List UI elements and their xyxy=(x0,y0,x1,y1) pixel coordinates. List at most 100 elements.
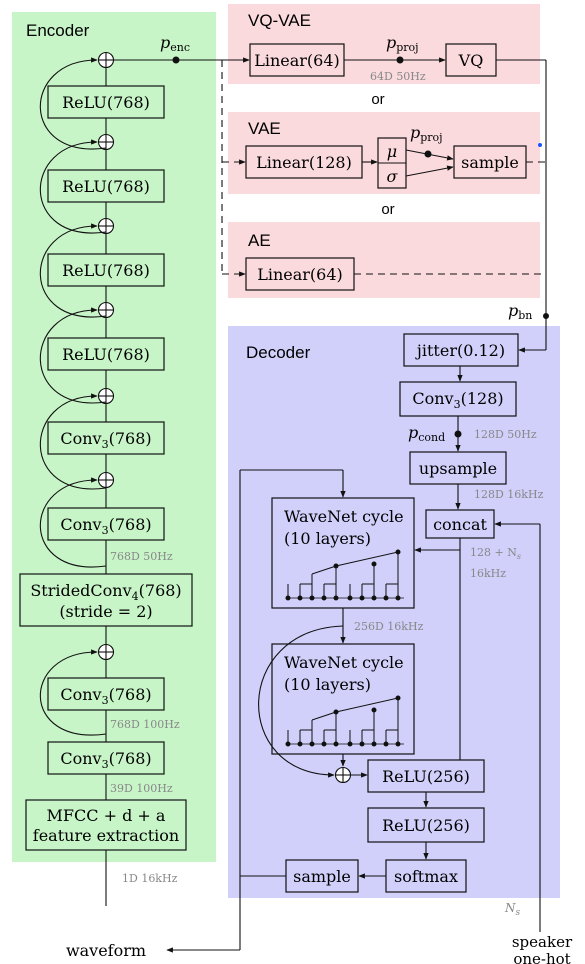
svg-text:Conv3(768): Conv3(768) xyxy=(60,429,151,451)
encoder-relu-block: ReLU(768) xyxy=(47,253,165,287)
svg-text:Conv3(768): Conv3(768) xyxy=(60,515,151,537)
svg-text:ReLU(768): ReLU(768) xyxy=(62,93,150,112)
p-proj-dot xyxy=(396,56,404,64)
dim-label: 768D 100Hz xyxy=(110,718,180,731)
vq-block: VQ xyxy=(445,43,497,77)
encoder-relu-block: ReLU(768) xyxy=(47,337,165,371)
encoder-conv-block: Conv3(768) xyxy=(47,421,165,455)
svg-text:sample: sample xyxy=(293,867,351,886)
svg-text:Linear(64): Linear(64) xyxy=(254,51,340,70)
svg-text:Linear(128): Linear(128) xyxy=(256,153,352,172)
dim-label: 128D 50Hz xyxy=(474,428,537,441)
svg-text:softmax: softmax xyxy=(394,867,458,886)
vae-linear-block: Linear(128) xyxy=(245,145,363,179)
adder-node xyxy=(97,133,115,151)
or-label-1: or xyxy=(371,91,384,108)
svg-text:(10 layers): (10 layers) xyxy=(284,675,371,694)
decoder-relu-block: ReLU(256) xyxy=(367,759,485,793)
speaker-label: speaker xyxy=(512,933,573,951)
p-proj-dot xyxy=(424,150,432,158)
wavenet-cycle-block: WaveNet cycle (10 layers) xyxy=(271,643,415,755)
encoder-conv-block: Conv3(768) xyxy=(47,741,165,775)
ae-title: AE xyxy=(248,231,271,250)
encoder-title: Encoder xyxy=(26,21,90,40)
dilation-tree-icon xyxy=(285,549,404,601)
upsample-block: upsample xyxy=(409,451,507,485)
svg-text:feature extraction: feature extraction xyxy=(33,826,179,845)
ae-linear-block: Linear(64) xyxy=(245,257,355,291)
dim-label: 128D 16kHz xyxy=(474,488,544,501)
decoder-relu-block: ReLU(256) xyxy=(367,807,485,843)
svg-text:VQ: VQ xyxy=(458,51,484,70)
mu-sigma-block: μ σ xyxy=(377,137,407,189)
dim-label: 1D 16kHz xyxy=(122,872,178,885)
encoder-conv-block: Conv3(768) xyxy=(47,677,165,711)
svg-text:upsample: upsample xyxy=(419,459,497,478)
svg-text:Conv3(128): Conv3(128) xyxy=(412,389,503,411)
svg-text:(stride = 2): (stride = 2) xyxy=(59,602,152,621)
or-label-2: or xyxy=(381,201,394,218)
decoder-region xyxy=(228,326,560,898)
svg-text:jitter(0.12): jitter(0.12) xyxy=(415,341,505,360)
adder-node xyxy=(334,766,352,784)
p-cond-dot xyxy=(454,430,462,438)
svg-text:Conv3(768): Conv3(768) xyxy=(60,685,151,707)
decoder-sample-block: sample xyxy=(285,859,359,893)
dim-label: 64D 50Hz xyxy=(370,70,426,83)
encoder-strided-conv-block: StridedConv4(768) (stride = 2) xyxy=(19,573,193,627)
dim-label: 128 + Ns xyxy=(470,546,521,561)
vae-sample-block: sample xyxy=(453,145,527,179)
p-bn-label: pbn xyxy=(508,301,532,322)
encoder-relu-block: ReLU(768) xyxy=(47,169,165,203)
wavenet-cycle-block: WaveNet cycle (10 layers) xyxy=(271,497,415,609)
p-cond-label: pcond xyxy=(408,423,445,444)
dilation-tree-icon xyxy=(285,695,404,747)
svg-text:(10 layers): (10 layers) xyxy=(284,529,371,548)
blue-dot xyxy=(538,143,542,147)
dim-label: 256D 16kHz xyxy=(354,620,424,633)
vae-title: VAE xyxy=(248,119,281,138)
p-bn-dot xyxy=(543,313,549,319)
adder-node xyxy=(97,471,115,489)
svg-text:ReLU(256): ReLU(256) xyxy=(382,767,470,786)
svg-text:concat: concat xyxy=(433,515,487,534)
p-enc-label: penc xyxy=(160,33,190,54)
jitter-block: jitter(0.12) xyxy=(403,333,519,367)
concat-block: concat xyxy=(425,509,495,539)
svg-text:Linear(64): Linear(64) xyxy=(257,265,343,284)
encoder-conv-block: Conv3(768) xyxy=(47,507,165,541)
encoder-relu-block: ReLU(768) xyxy=(47,85,165,119)
dim-label: 16kHz xyxy=(470,567,506,580)
adder-node xyxy=(97,217,115,235)
svg-text:Conv3(768): Conv3(768) xyxy=(60,749,151,771)
mfcc-feature-block: MFCC + d + a feature extraction xyxy=(25,799,187,851)
adder-node xyxy=(97,51,115,69)
adder-node xyxy=(97,387,115,405)
dim-label: 39D 100Hz xyxy=(110,782,173,795)
p-proj-label: pproj xyxy=(386,33,419,54)
svg-text:ReLU(256): ReLU(256) xyxy=(382,816,470,835)
dim-label: 768D 50Hz xyxy=(110,550,173,563)
adder-node xyxy=(97,643,115,661)
svg-text:WaveNet cycle: WaveNet cycle xyxy=(284,507,404,526)
svg-text:MFCC + d + a: MFCC + d + a xyxy=(47,806,166,825)
speaker-label: one-hot xyxy=(513,950,570,964)
softmax-block: softmax xyxy=(385,859,467,893)
vq-linear-block: Linear(64) xyxy=(249,43,345,77)
svg-text:StridedConv4(768): StridedConv4(768) xyxy=(30,581,181,603)
vqvae-title: VQ-VAE xyxy=(248,11,311,30)
svg-text:σ: σ xyxy=(387,167,399,186)
svg-text:sample: sample xyxy=(461,153,519,172)
decoder-title: Decoder xyxy=(246,343,311,362)
svg-text:WaveNet cycle: WaveNet cycle xyxy=(284,653,404,672)
p-proj-label: pproj xyxy=(410,123,443,144)
svg-text:ReLU(768): ReLU(768) xyxy=(62,261,150,280)
decoder-conv-block: Conv3(128) xyxy=(399,381,517,417)
ns-label: Ns xyxy=(504,901,521,918)
adder-node xyxy=(97,301,115,319)
svg-text:μ: μ xyxy=(387,142,397,161)
waveform-label: waveform xyxy=(66,941,146,960)
svg-text:ReLU(768): ReLU(768) xyxy=(62,177,150,196)
svg-text:ReLU(768): ReLU(768) xyxy=(62,345,150,364)
